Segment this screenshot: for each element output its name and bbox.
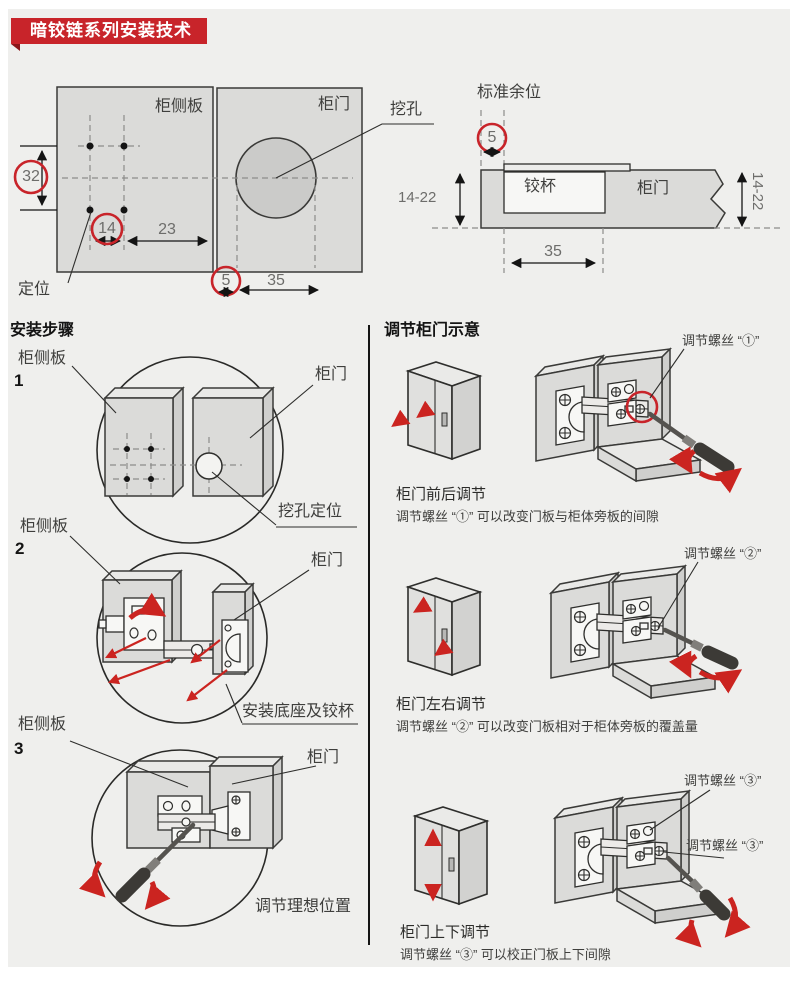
screw3-leader-a [649, 789, 711, 831]
step2-circle [96, 552, 268, 724]
adjust1-art [391, 348, 742, 494]
step1-door-label: 柜门 [315, 366, 348, 383]
rotation-arrow [698, 467, 742, 494]
screw1-leader [649, 348, 685, 399]
rotation-arrow [698, 669, 743, 694]
adjust2-screw-label: 调节螺丝 “②” [684, 546, 762, 561]
steps-header: 安装步骤 [10, 322, 75, 339]
hinge-flange-shape [503, 163, 631, 172]
adjust3-title: 柜门上下调节 [400, 924, 491, 941]
step3-art [69, 740, 317, 927]
cup-label: 铰杯 [524, 178, 557, 195]
step2-number: 2 [15, 539, 25, 558]
adjust-header: 调节柜门示意 [384, 322, 481, 339]
door-label: 柜门 [318, 96, 351, 113]
ribbon-fold [11, 44, 20, 51]
screw3-leader-b [663, 851, 725, 859]
screw2-leader [657, 561, 699, 629]
step2-panel-label: 柜侧板 [20, 518, 69, 535]
hinge-illustration-1 [535, 348, 701, 482]
adjust2-description: 调节螺丝 “②” 可以改变门板相对于柜体旁板的覆盖量 [396, 719, 698, 734]
side-panel-label: 柜侧板 [155, 98, 204, 115]
adjust3-screw-label-a: 调节螺丝 “③” [684, 773, 762, 788]
dim-5: 5 [221, 272, 231, 289]
adjust1-description: 调节螺丝 “①” 可以改变门板与柜体旁板的间隙 [396, 509, 659, 524]
dim-5b: 5 [487, 129, 497, 146]
dim-23: 23 [158, 221, 176, 238]
adjust3-description: 调节螺丝 “③” 可以校正门板上下间隙 [400, 947, 611, 962]
page-title-banner: 暗铰链系列安装技术 [11, 18, 207, 44]
hole-leader [275, 123, 434, 179]
hinge-illustration-2 [550, 565, 716, 699]
step1-art [71, 356, 357, 544]
step3-panel-label: 柜侧板 [18, 716, 67, 733]
rotation-arrow [79, 860, 106, 898]
step1-circle [96, 356, 284, 544]
screwdriver-handle [699, 889, 731, 921]
screwdriver-handle [701, 645, 739, 670]
drill-hole-shape [195, 452, 223, 480]
adjust1-title: 柜门前后调节 [396, 486, 487, 503]
step2-art [69, 535, 358, 725]
dim-14-22-left: 14-22 [398, 189, 437, 206]
hinge-cup-shape [503, 171, 606, 214]
screwdriver-handle [115, 867, 151, 903]
step3-caption: 调节理想位置 [255, 898, 352, 915]
positioning-leader [67, 211, 92, 284]
dim-35: 35 [267, 272, 285, 289]
rotation-arrow [724, 896, 751, 938]
adjust3-screw-label-b: 调节螺丝 “③” [686, 838, 764, 853]
adjust1-screw-label: 调节螺丝 “①” [682, 333, 760, 348]
dim-circle-14 [90, 212, 124, 246]
step2-door-label: 柜门 [311, 552, 344, 569]
drill-diagram-art [13, 86, 434, 298]
cup-diagram-art [432, 110, 783, 273]
step1-number: 1 [14, 371, 24, 390]
dim-32: 32 [22, 168, 40, 185]
hole-label: 挖孔 [390, 101, 423, 118]
hinge-illustration-3 [554, 790, 720, 924]
step1-panel-label: 柜侧板 [18, 350, 67, 367]
adjust3-art [414, 789, 751, 948]
step1-caption: 挖孔定位 [278, 503, 343, 520]
door-label-2: 柜门 [637, 180, 670, 197]
step2-caption: 安装底座及铰杯 [242, 703, 355, 720]
step3-number: 3 [14, 739, 24, 758]
adjust2-art [407, 561, 743, 699]
screw1-highlight-circle [625, 390, 659, 424]
positioning-label: 定位 [18, 281, 51, 298]
screwdriver-shaft [155, 822, 196, 863]
dim-circle-32 [13, 159, 49, 195]
step3-door-label: 柜门 [307, 749, 340, 766]
dim-14-22-right: 14-22 [749, 172, 766, 211]
dim-14: 14 [98, 220, 116, 237]
clearance-label: 标准余位 [477, 84, 542, 101]
screwdriver-handle [693, 442, 735, 474]
dim-35b: 35 [544, 243, 562, 260]
adjust2-title: 柜门左右调节 [396, 696, 487, 713]
